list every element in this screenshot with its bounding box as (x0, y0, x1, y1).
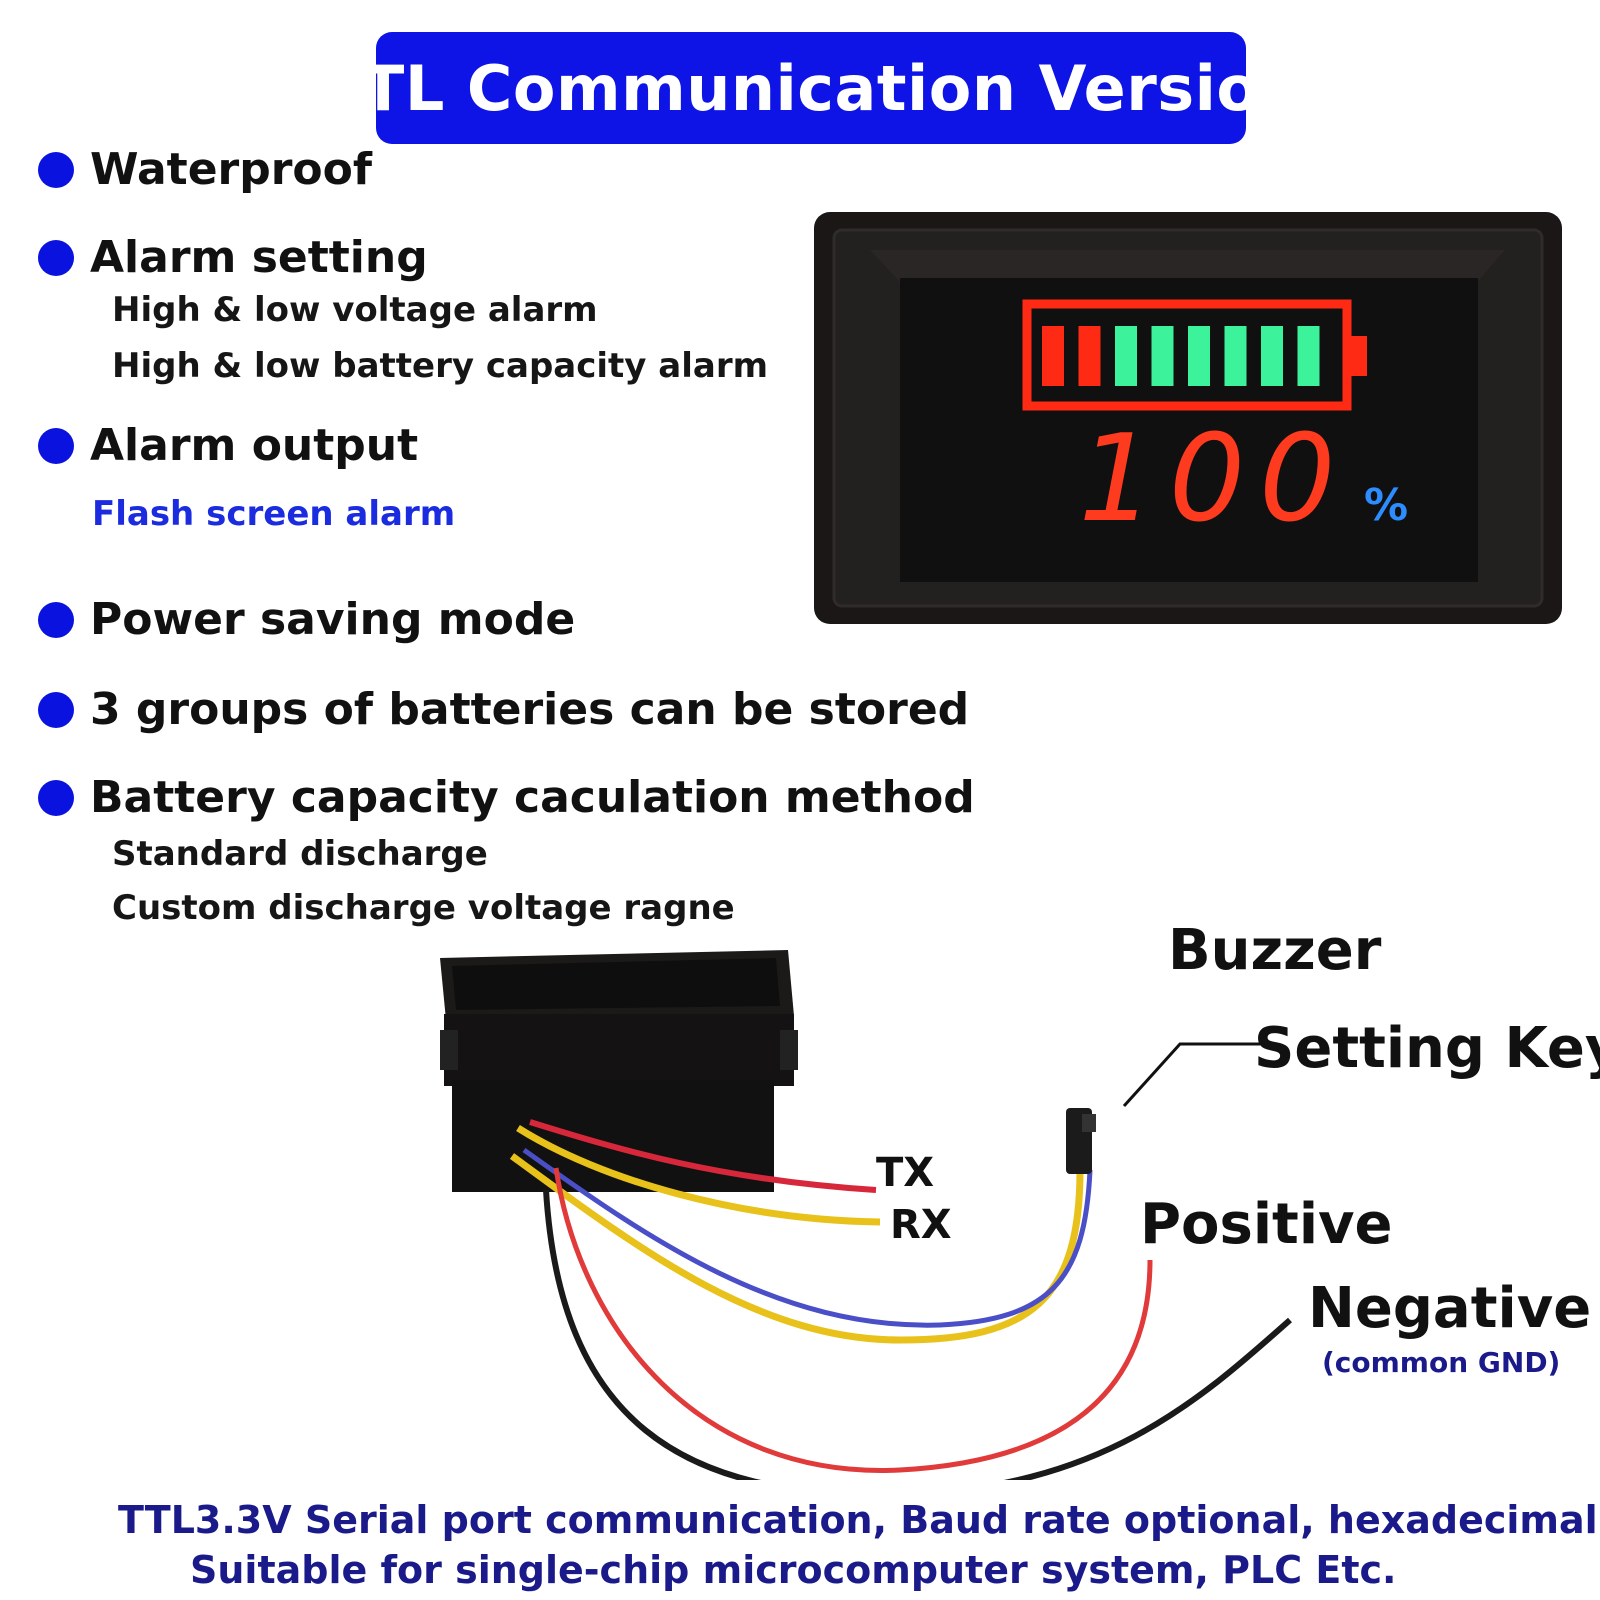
feature-label: Alarm output (90, 420, 419, 471)
rx-wire (516, 1125, 881, 1226)
feature-label: Battery capacity caculation method (90, 772, 975, 823)
tx-wire (529, 1119, 877, 1193)
meter-module (440, 950, 798, 1192)
bullet-icon (38, 151, 74, 188)
wiring-diagram (440, 950, 1292, 1480)
positive-wire (553, 1167, 1153, 1473)
title-banner: TTL Communication Version (318, 32, 1304, 144)
battery-segment (1042, 326, 1064, 386)
battery-segment (1224, 326, 1247, 386)
footer-line-1: TTL3.3V Serial port communication, Baud … (118, 1498, 1598, 1542)
feature-label: 3 groups of batteries can be stored (90, 684, 970, 735)
battery-icon (1022, 299, 1367, 411)
setting-key-switch (1066, 1108, 1096, 1174)
tx-label: TX (876, 1150, 935, 1196)
banner-title: TTL Communication Version (317, 51, 1305, 125)
feature-detail: Standard discharge (112, 834, 488, 874)
battery-segment (1297, 326, 1320, 386)
feature-power-saving: Power saving mode (38, 594, 575, 645)
footer-line-2: Suitable for single-chip microcomputer s… (190, 1548, 1397, 1592)
feature-detail: Flash screen alarm (92, 494, 456, 534)
percent-unit: % (1364, 480, 1408, 531)
rx-label: RX (890, 1202, 952, 1248)
feature-detail: Custom discharge voltage ragne (112, 888, 735, 928)
feature-detail: High & low voltage alarm (112, 290, 598, 330)
bullet-icon (38, 601, 74, 638)
reading-value: 100 (1078, 410, 1349, 549)
negative-label: Negative (1308, 1276, 1592, 1341)
feature-waterproof: Waterproof (38, 144, 372, 195)
bullet-icon (38, 427, 74, 464)
key-wire-yellow (509, 1153, 1084, 1344)
percentage-digits: 100 (1078, 410, 1349, 549)
battery-segment (1151, 326, 1174, 386)
negative-wire (543, 1189, 1292, 1480)
battery-segment (1078, 326, 1101, 386)
battery-segment (1261, 326, 1283, 386)
feature-label: Alarm setting (90, 232, 428, 283)
feature-label: Waterproof (90, 144, 373, 195)
feature-label: Power saving mode (90, 594, 576, 645)
positive-label: Positive (1140, 1192, 1393, 1257)
bullet-icon (38, 239, 74, 276)
setting-key-leader (1122, 1042, 1260, 1108)
key-wire-blue (522, 1147, 1093, 1328)
feature-alarm-setting: Alarm setting (38, 232, 428, 283)
negative-sublabel: (common GND) (1322, 1346, 1561, 1379)
feature-detail: High & low battery capacity alarm (112, 346, 769, 386)
bullet-icon (38, 779, 74, 816)
buzzer-label: Buzzer (1168, 918, 1382, 983)
bullet-icon (38, 691, 74, 728)
battery-segment (1188, 326, 1210, 386)
setting-key-label: Setting Key (1254, 1016, 1600, 1081)
feature-capacity-method: Battery capacity caculation method (38, 772, 975, 823)
battery-segment (1115, 326, 1137, 386)
feature-alarm-output: Alarm output (38, 420, 418, 471)
battery-meter-display: 100 % (814, 212, 1562, 624)
feature-battery-groups: 3 groups of batteries can be stored (38, 684, 969, 735)
